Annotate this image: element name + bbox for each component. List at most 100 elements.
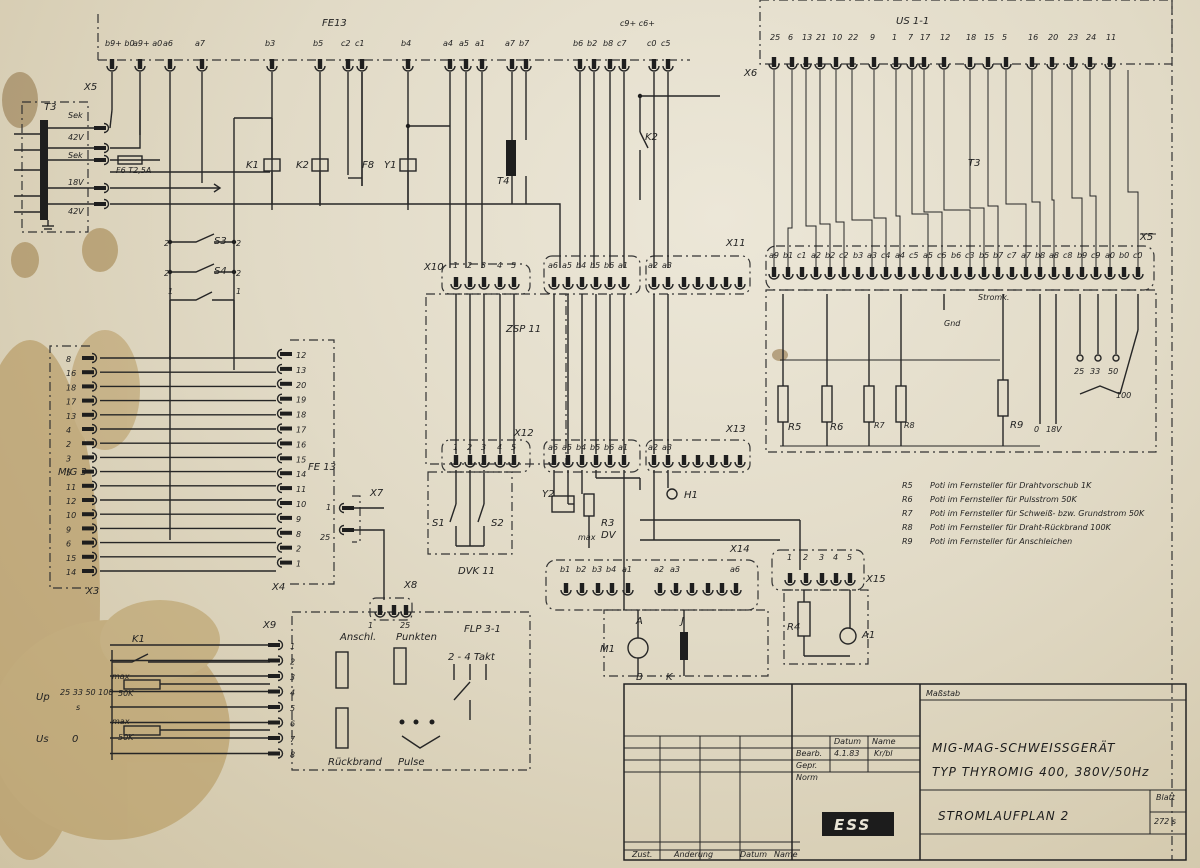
label-us: Us [36,734,49,745]
pot-r3 [583,493,595,517]
connector-pin-body [651,277,657,287]
tb-aenderung: Änderung [673,849,713,859]
connector-pin [103,182,110,194]
x6-pin-label: 11 [1106,33,1116,42]
remote-pot [821,385,833,423]
wire [1071,70,1083,268]
legend-text-r9: Poti im Fernsteller für Anschleichen [930,537,1072,546]
connector-pin-body [609,583,615,593]
label-x3: X3 [85,586,99,597]
connector-pin-body [523,59,529,69]
x11-pin-label: b6 [604,261,614,270]
connector-pin [506,65,518,72]
connector-pin-body [771,267,777,277]
connector-pin [606,589,618,596]
tb-datum: Datum [834,737,861,746]
connector-pin [276,542,283,553]
connector-pin-body [1079,267,1085,277]
selector-contact [1076,354,1084,362]
label-t3: T3 [44,102,56,113]
choke-t4 [506,140,516,176]
connector-pin-body [909,57,915,67]
connector-pin-body [391,605,397,615]
x7-pin-label: 1 [326,503,331,512]
label-s2: S2 [491,518,504,529]
x4-pin-label: 13 [296,366,306,375]
connector-pin [338,524,345,536]
connector-pin-body [268,658,280,663]
tb-bearb-date: 4.1.83 [834,749,859,758]
connector-pin [678,461,690,468]
connector-pin [868,63,880,70]
connector-pin-body [833,573,839,583]
label-max1: max [112,672,130,681]
connector-pin [838,273,850,280]
connector-pin-body [1023,267,1029,277]
connector-pin [400,611,412,618]
connector-pin [662,65,674,72]
x6-pin-label: 12 [940,33,950,42]
x5-pin-label: b5 [313,39,323,48]
connector-pin-body [705,583,711,593]
connector-pin-body [625,583,631,593]
x3-pin-label: 17 [66,398,77,407]
connector-pin-body [280,515,292,520]
zsp11-frame [425,293,567,465]
connector-pin-body [709,455,715,465]
label-x5: X5 [83,82,97,93]
connector-pin-body [82,441,94,446]
x14-pin-label: a2 [654,565,664,574]
connector-pin-body [883,267,889,277]
x15-pin-label: 5 [847,553,852,562]
connector-pin-body [280,441,292,446]
connector-pin [702,589,714,596]
connector-pin-body [82,356,94,360]
connector-pin [890,63,902,70]
connector-pin-body [607,59,613,69]
connector-pin-body [268,689,280,694]
label-fe13: FE 13 [308,462,336,473]
label-dvk11: DVK 11 [458,566,495,577]
legend-code-r6: R6 [902,495,913,504]
connector-pin-body [82,427,94,431]
wire [110,110,141,149]
connector-pin [374,611,386,618]
connector-pin [662,461,674,468]
connector-pin-body [280,381,292,386]
pot-punkten [393,647,407,685]
connector-pin-body [82,384,94,389]
wire [1051,70,1055,268]
connector-pin-body [342,506,354,510]
connector-pin-body [673,583,679,593]
connector-pin-body [317,59,323,69]
label-p50: 50 [1108,367,1118,376]
wire [170,263,215,273]
x3-pin-label: 8 [66,355,71,364]
connector-pin [196,65,208,72]
connector-pin [768,63,780,70]
connector-pin [476,65,488,72]
x3-pin-label: 16 [66,369,76,378]
connector-pin-body [723,277,729,287]
connector-pin-body [280,396,292,401]
label-r7: R7 [874,421,886,430]
connector-pin [520,65,532,72]
connector-pin-body [109,59,115,69]
wire [453,681,471,701]
x3-pin-label: 13 [66,412,76,421]
connector-pin-body [1051,267,1057,277]
x8-pin-label: 1 [368,621,373,630]
label-x7: X7 [369,488,384,499]
x6-pin-label: 23 [1068,33,1078,42]
connector-pin [648,65,660,72]
connector-pin-body [563,583,569,593]
connector-pin [734,461,746,468]
tb-bearb: Bearb. [796,749,822,758]
connector-pin-body [579,455,585,465]
connector-pin-body [967,267,973,277]
connector-pin-body [1135,267,1141,277]
connector-pin [91,438,98,449]
motor-m1 [627,637,649,659]
connector-pin-body [199,59,205,69]
connector-pin [768,273,780,280]
